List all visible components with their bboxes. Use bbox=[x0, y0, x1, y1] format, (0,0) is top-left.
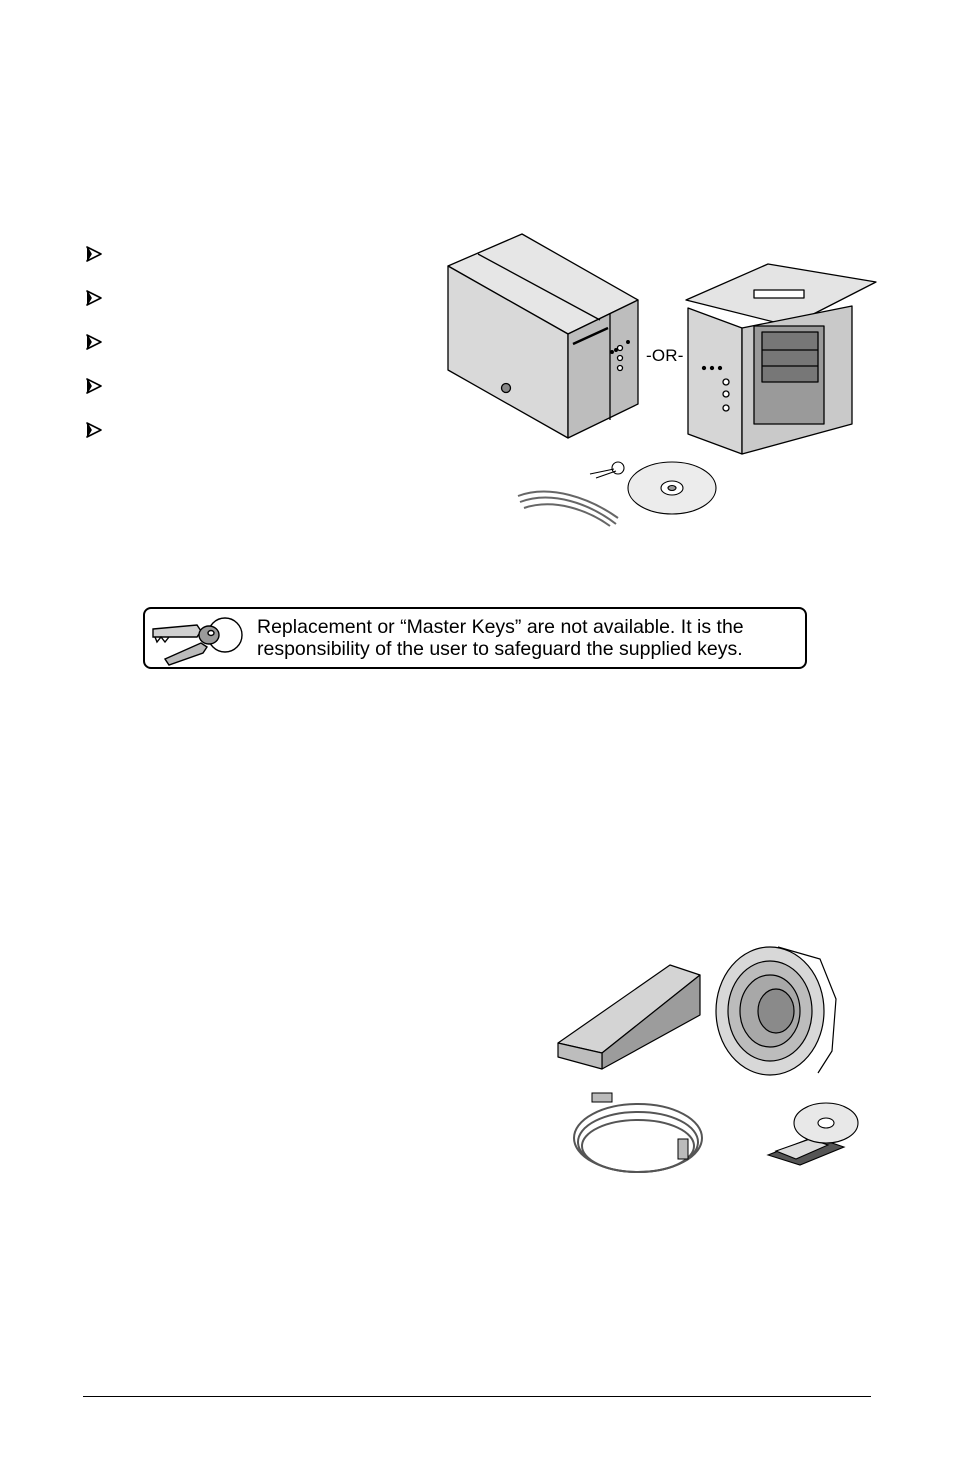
keys-icon bbox=[152, 617, 243, 666]
notice-box: Replacement or “Master Keys” are not ava… bbox=[143, 607, 807, 669]
bullet-list bbox=[85, 232, 103, 452]
notice-text: Replacement or “Master Keys” are not ava… bbox=[249, 616, 744, 660]
or-label: -OR- bbox=[646, 346, 684, 365]
arrowhead-bullet-icon bbox=[86, 290, 102, 306]
arrowhead-bullet-icon bbox=[86, 422, 102, 438]
card-stack-drawing bbox=[557, 964, 701, 1070]
media-supplies-illustration bbox=[557, 946, 859, 1173]
footer-divider bbox=[83, 1396, 871, 1397]
cable-coil-drawing bbox=[573, 1092, 703, 1173]
printer-illustration bbox=[447, 233, 877, 527]
enclosed-printer-drawing bbox=[447, 233, 639, 439]
bullet-item bbox=[85, 276, 103, 320]
notice-line-2: responsibility of the user to safeguard … bbox=[257, 638, 743, 660]
software-disk-drawing bbox=[766, 1102, 859, 1166]
bullet-item bbox=[85, 320, 103, 364]
arrowhead-bullet-icon bbox=[86, 334, 102, 350]
arrowhead-bullet-icon bbox=[86, 378, 102, 394]
accessories-drawing bbox=[517, 461, 717, 527]
ribbon-roll-drawing bbox=[715, 946, 837, 1076]
notice-line-1: Replacement or “Master Keys” are not ava… bbox=[257, 616, 744, 638]
bullet-item bbox=[85, 232, 103, 276]
arrowhead-bullet-icon bbox=[86, 246, 102, 262]
bullet-item bbox=[85, 408, 103, 452]
bullet-item bbox=[85, 364, 103, 408]
kiosk-printer-drawing bbox=[685, 263, 877, 455]
